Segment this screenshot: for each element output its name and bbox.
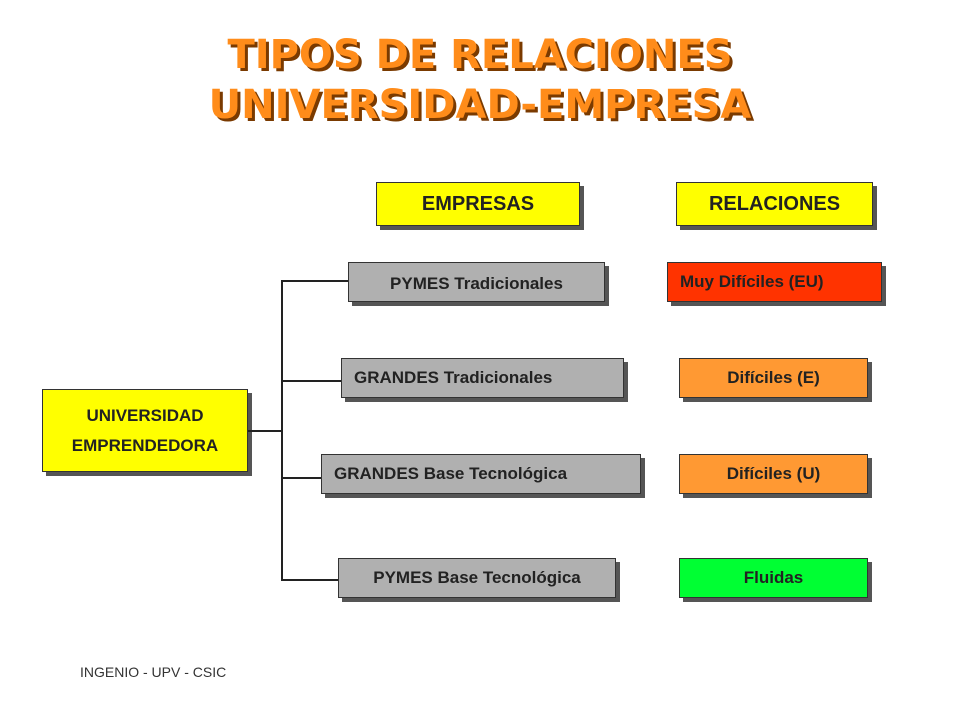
- connector-to-empresa-2: [281, 380, 341, 382]
- relacion-fluidas: Fluidas: [679, 558, 868, 598]
- connector-vertical: [281, 280, 283, 581]
- title-line-2: UNIVERSIDAD-EMPRESA: [208, 82, 752, 128]
- connector-to-empresa-1: [281, 280, 348, 282]
- emprendedora-label: EMPRENDEDORA: [71, 435, 219, 455]
- universidad-emprendedora-box: UNIVERSIDAD EMPRENDEDORA: [42, 389, 248, 472]
- empresa-pymes-base-tecnologica: PYMES Base Tecnológica: [338, 558, 616, 598]
- title-line-1: TIPOS DE RELACIONES: [227, 32, 733, 78]
- relacion-dificiles-u: Difíciles (U): [679, 454, 868, 494]
- connector-from-source: [248, 430, 282, 432]
- universidad-label: UNIVERSIDAD: [86, 405, 204, 425]
- empresa-grandes-tradicionales: GRANDES Tradicionales: [341, 358, 624, 398]
- relacion-muy-dificiles-eu: Muy Difíciles (EU): [667, 262, 882, 302]
- header-relaciones: RELACIONES: [676, 182, 873, 226]
- relacion-dificiles-e: Difíciles (E): [679, 358, 868, 398]
- empresa-grandes-base-tecnologica: GRANDES Base Tecnológica: [321, 454, 641, 494]
- connector-to-empresa-4: [281, 579, 338, 581]
- connector-to-empresa-3: [281, 477, 321, 479]
- empresa-pymes-tradicionales: PYMES Tradicionales: [348, 262, 605, 302]
- footer-credit: INGENIO - UPV - CSIC: [80, 664, 227, 680]
- header-empresas: EMPRESAS: [376, 182, 580, 226]
